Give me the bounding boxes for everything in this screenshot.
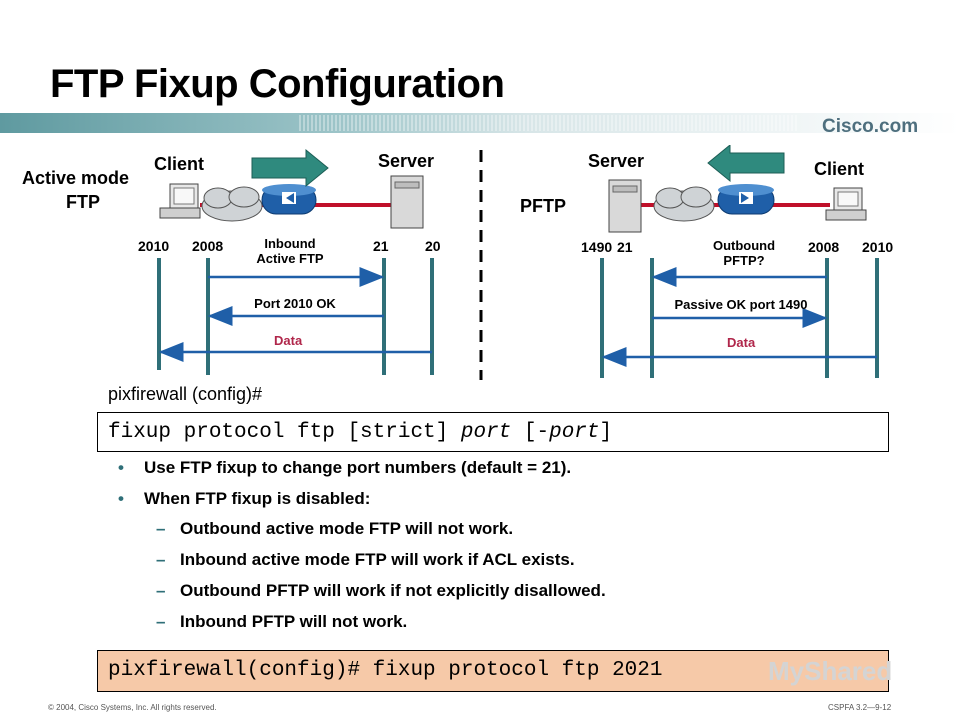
- port-label: 2008: [192, 238, 224, 254]
- sub-bullet-item: –Outbound active mode FTP will not work.: [156, 519, 514, 538]
- server-icon: [390, 175, 424, 229]
- sub-bullet-item: –Outbound PFTP will work if not explicit…: [156, 581, 606, 600]
- data-label: Data: [727, 335, 756, 350]
- port-label: 1490: [581, 239, 613, 255]
- server-label: Server: [588, 151, 645, 171]
- header-bar: [0, 113, 960, 133]
- sub-bullet-item: –Inbound PFTP will not work.: [156, 612, 408, 631]
- port-label: 2008: [808, 239, 840, 255]
- bullet-item: •When FTP fixup is disabled:: [118, 489, 371, 508]
- mode-label-2: FTP: [66, 192, 100, 212]
- firewall-icon: [261, 184, 317, 215]
- client-label: Client: [814, 159, 865, 179]
- port-label: 20: [425, 238, 441, 254]
- port-label: 2010: [138, 238, 170, 254]
- port-label: 21: [373, 238, 389, 254]
- mode-label: Active mode: [22, 168, 130, 188]
- brand-logo: Cisco.com: [822, 116, 919, 137]
- data-label: Data: [274, 333, 303, 348]
- firewall-icon: [717, 184, 775, 215]
- server-icon: [608, 179, 642, 233]
- flow-note: Outbound PFTP?: [712, 238, 776, 268]
- ftp-diagram: [157, 145, 879, 380]
- cloud-icon: [653, 186, 715, 222]
- port-label: 21: [617, 239, 633, 255]
- port-label: 2010: [862, 239, 894, 255]
- example-command-box: pixfirewall(config)# fixup protocol ftp …: [97, 650, 889, 692]
- reply-label: Passive OK port 1490: [674, 297, 808, 312]
- footer-slide-id: CSPFA 3.2—9-12: [828, 703, 892, 712]
- command-syntax-box: fixup protocol ftp [strict] port [-port]: [97, 412, 889, 452]
- footer-copyright: © 2004, Cisco Systems, Inc. All rights r…: [48, 703, 217, 712]
- client-label: Client: [154, 154, 205, 174]
- direction-arrow-left: [707, 145, 785, 183]
- config-prompt: pixfirewall (config)#: [108, 384, 263, 404]
- server-label: Server: [378, 151, 435, 171]
- bullet-item: •Use FTP fixup to change port numbers (d…: [118, 458, 572, 477]
- watermark-logo: MyShared: [768, 656, 893, 686]
- sub-bullet-item: –Inbound active mode FTP will work if AC…: [156, 550, 575, 569]
- reply-label: Port 2010 OK: [254, 296, 336, 311]
- cloud-icon: [201, 186, 263, 222]
- page-title: FTP Fixup Configuration: [50, 62, 505, 106]
- client-computer-icon: [159, 183, 201, 219]
- flow-note: Inbound Active FTP: [256, 236, 324, 266]
- direction-arrow-right: [251, 148, 329, 188]
- client-computer-icon: [825, 187, 867, 221]
- mode-label: PFTP: [520, 196, 567, 216]
